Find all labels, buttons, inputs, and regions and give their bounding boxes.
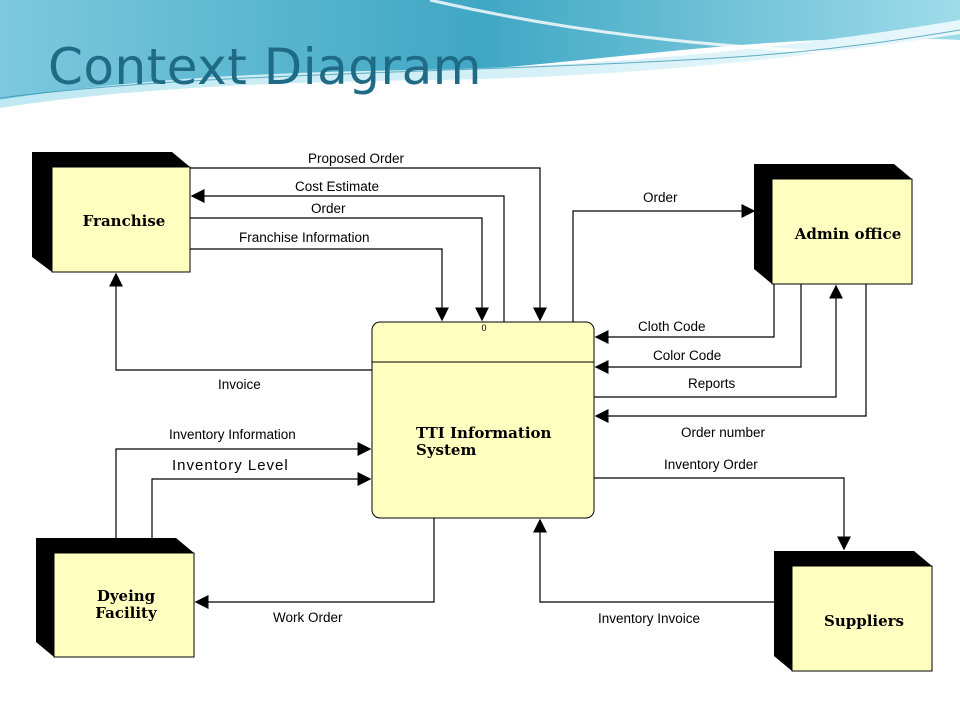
- flow-label-work-order: Work Order: [273, 610, 343, 625]
- flow-line-order-admin: [572, 204, 756, 322]
- flow-label-reports: Reports: [688, 376, 736, 391]
- flow-line-inventory-level: [151, 472, 372, 538]
- entity-franchise-label: Franchise: [83, 212, 166, 230]
- flow-line-proposed-order: [190, 167, 547, 322]
- entity-suppliers: Suppliers: [774, 551, 933, 672]
- process-tti-information-system: 0 TTI Information System: [371, 321, 595, 519]
- flow-line-inventory-invoice: [533, 518, 774, 603]
- flow-line-work-order: [194, 518, 435, 609]
- flow-label-invoice: Invoice: [218, 377, 261, 392]
- flow-label-inventory-information: Inventory Information: [169, 427, 296, 442]
- entity-dyeing-label-line2: Facility: [95, 604, 158, 622]
- flow-label-cost-estimate: Cost Estimate: [295, 179, 379, 194]
- flow-line-franchise-information: [190, 248, 449, 322]
- flow-line-reports: [594, 284, 843, 398]
- flow-label-cloth-code: Cloth Code: [638, 319, 706, 334]
- entity-suppliers-label: Suppliers: [824, 612, 904, 630]
- flow-label-order-franchise: Order: [311, 201, 346, 216]
- entity-franchise: Franchise: [32, 152, 191, 273]
- slide-title: Context Diagram: [48, 38, 482, 96]
- flow-label-order-admin: Order: [643, 190, 678, 205]
- flow-label-order-number: Order number: [681, 425, 766, 440]
- flow-label-inventory-order: Inventory Order: [664, 457, 758, 472]
- flow-line-order-number: [594, 284, 867, 423]
- entity-dyeing-facility: Dyeing Facility: [36, 538, 195, 658]
- flow-line-color-code: [594, 284, 802, 374]
- flow-line-order-franchise: [190, 217, 489, 322]
- entity-admin-office: Admin office: [754, 164, 913, 285]
- flow-label-inventory-invoice: Inventory Invoice: [598, 611, 700, 626]
- entity-admin-office-label: Admin office: [794, 225, 902, 243]
- flow-line-inventory-order: [594, 477, 851, 551]
- flow-label-inventory-level: Inventory Level: [172, 457, 289, 474]
- header-swoosh-decoration: [0, 0, 960, 108]
- flow-label-color-code: Color Code: [653, 348, 721, 363]
- flow-label-franchise-information: Franchise Information: [239, 230, 370, 245]
- process-name-line2: System: [416, 441, 476, 459]
- flow-lines: [109, 167, 867, 609]
- process-number: 0: [481, 323, 486, 333]
- flow-line-cost-estimate: [190, 189, 505, 322]
- flow-line-cloth-code: [594, 284, 775, 344]
- flow-line-inventory-information: [115, 442, 372, 538]
- flow-label-proposed-order: Proposed Order: [308, 151, 405, 166]
- entity-dyeing-label-line1: Dyeing: [97, 587, 156, 605]
- process-name-line1: TTI Information: [416, 424, 552, 442]
- flow-line-invoice: [109, 272, 372, 371]
